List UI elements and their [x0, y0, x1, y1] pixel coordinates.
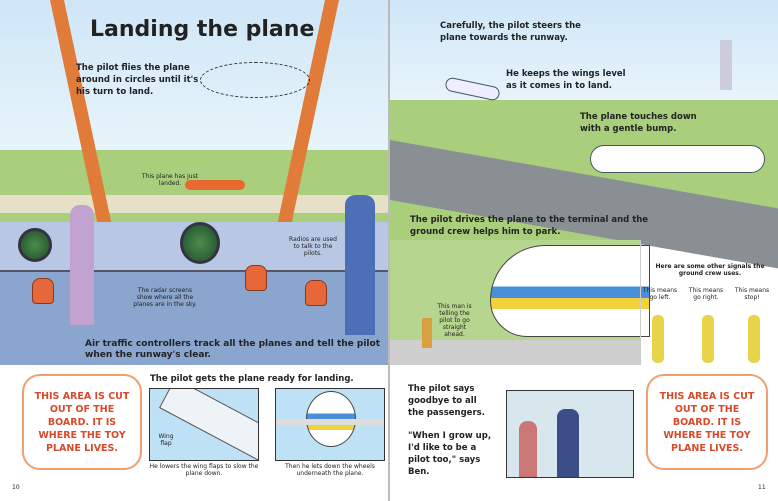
- parked-plane: [490, 245, 650, 337]
- landing-plane: [590, 145, 765, 173]
- landed-plane: [185, 180, 245, 190]
- wings-text: He keeps the wings level as it comes in …: [506, 69, 626, 91]
- label-radios: Radios are used to talk to the pilots.: [289, 236, 337, 257]
- ground-crew-man: [422, 318, 432, 348]
- wing-flap-panel: Wing flap: [149, 388, 259, 461]
- page-number: 11: [758, 484, 766, 491]
- chair: [245, 265, 267, 291]
- controller-man: [345, 195, 375, 335]
- pilot-figure: [557, 409, 579, 477]
- touch-text: The plane touches down with a gentle bum…: [580, 112, 697, 134]
- chair: [32, 278, 54, 304]
- passenger-figure: [519, 421, 537, 477]
- main-caption: Air traffic controllers track all the pl…: [85, 339, 380, 360]
- signal-stop: This means stop!: [734, 287, 770, 301]
- book-spine: [388, 0, 390, 501]
- label-landed: This plane has just landed.: [141, 173, 199, 187]
- intro-text: The pilot flies the plane around in circ…: [76, 63, 199, 97]
- airfield: [0, 150, 388, 230]
- right-page: Carefully, the pilot steers the plane to…: [390, 0, 778, 501]
- wheels-caption: Then he lets down the wheels underneath …: [285, 463, 375, 477]
- page-title: Landing the plane: [90, 17, 315, 42]
- wings: [276, 419, 384, 425]
- circling-planes-path: [200, 62, 310, 98]
- flap-label: Wing flap: [158, 433, 174, 447]
- signals-intro: Here are some other signals the ground c…: [655, 263, 765, 277]
- page-number: 10: [12, 484, 20, 491]
- flap-caption: He lowers the wing flaps to slow the pla…: [149, 463, 259, 477]
- signal-left: This means go left.: [642, 287, 678, 301]
- chair: [305, 280, 327, 306]
- cutout-note: THIS AREA IS CUT OUT OF THE BOARD. IT IS…: [646, 374, 768, 470]
- steer-text: Carefully, the pilot steers the plane to…: [440, 21, 581, 43]
- ready-heading: The pilot gets the plane ready for landi…: [150, 374, 354, 384]
- radar-screen: [180, 222, 220, 264]
- controller-woman: [70, 205, 94, 325]
- crew-signal-stop: [748, 315, 760, 363]
- cutout-note: THIS AREA IS CUT OUT OF THE BOARD. IT IS…: [22, 374, 142, 470]
- man-label: This man is telling the pilot to go stra…: [437, 303, 472, 338]
- crew-signal-right: [702, 315, 714, 363]
- wheels-panel: [275, 388, 385, 461]
- taxiway: [0, 195, 388, 213]
- goodbye-text: The pilot says goodbye to all the passen…: [408, 384, 485, 418]
- passengers-panel: [506, 390, 634, 478]
- quote-text: "When I grow up, I'd like to be a pilot …: [408, 431, 492, 477]
- terminal-text: The pilot drives the plane to the termin…: [410, 215, 649, 237]
- left-page: Landing the plane The pilot flies the pl…: [0, 0, 388, 501]
- divider: [640, 240, 641, 365]
- control-tower: [720, 40, 732, 90]
- radar-screen-2: [18, 228, 52, 262]
- wing-illustration: [159, 389, 258, 460]
- label-radar: The radar screens show where all the pla…: [133, 287, 197, 308]
- signal-right: This means go right.: [688, 287, 724, 301]
- crew-signal-left: [652, 315, 664, 363]
